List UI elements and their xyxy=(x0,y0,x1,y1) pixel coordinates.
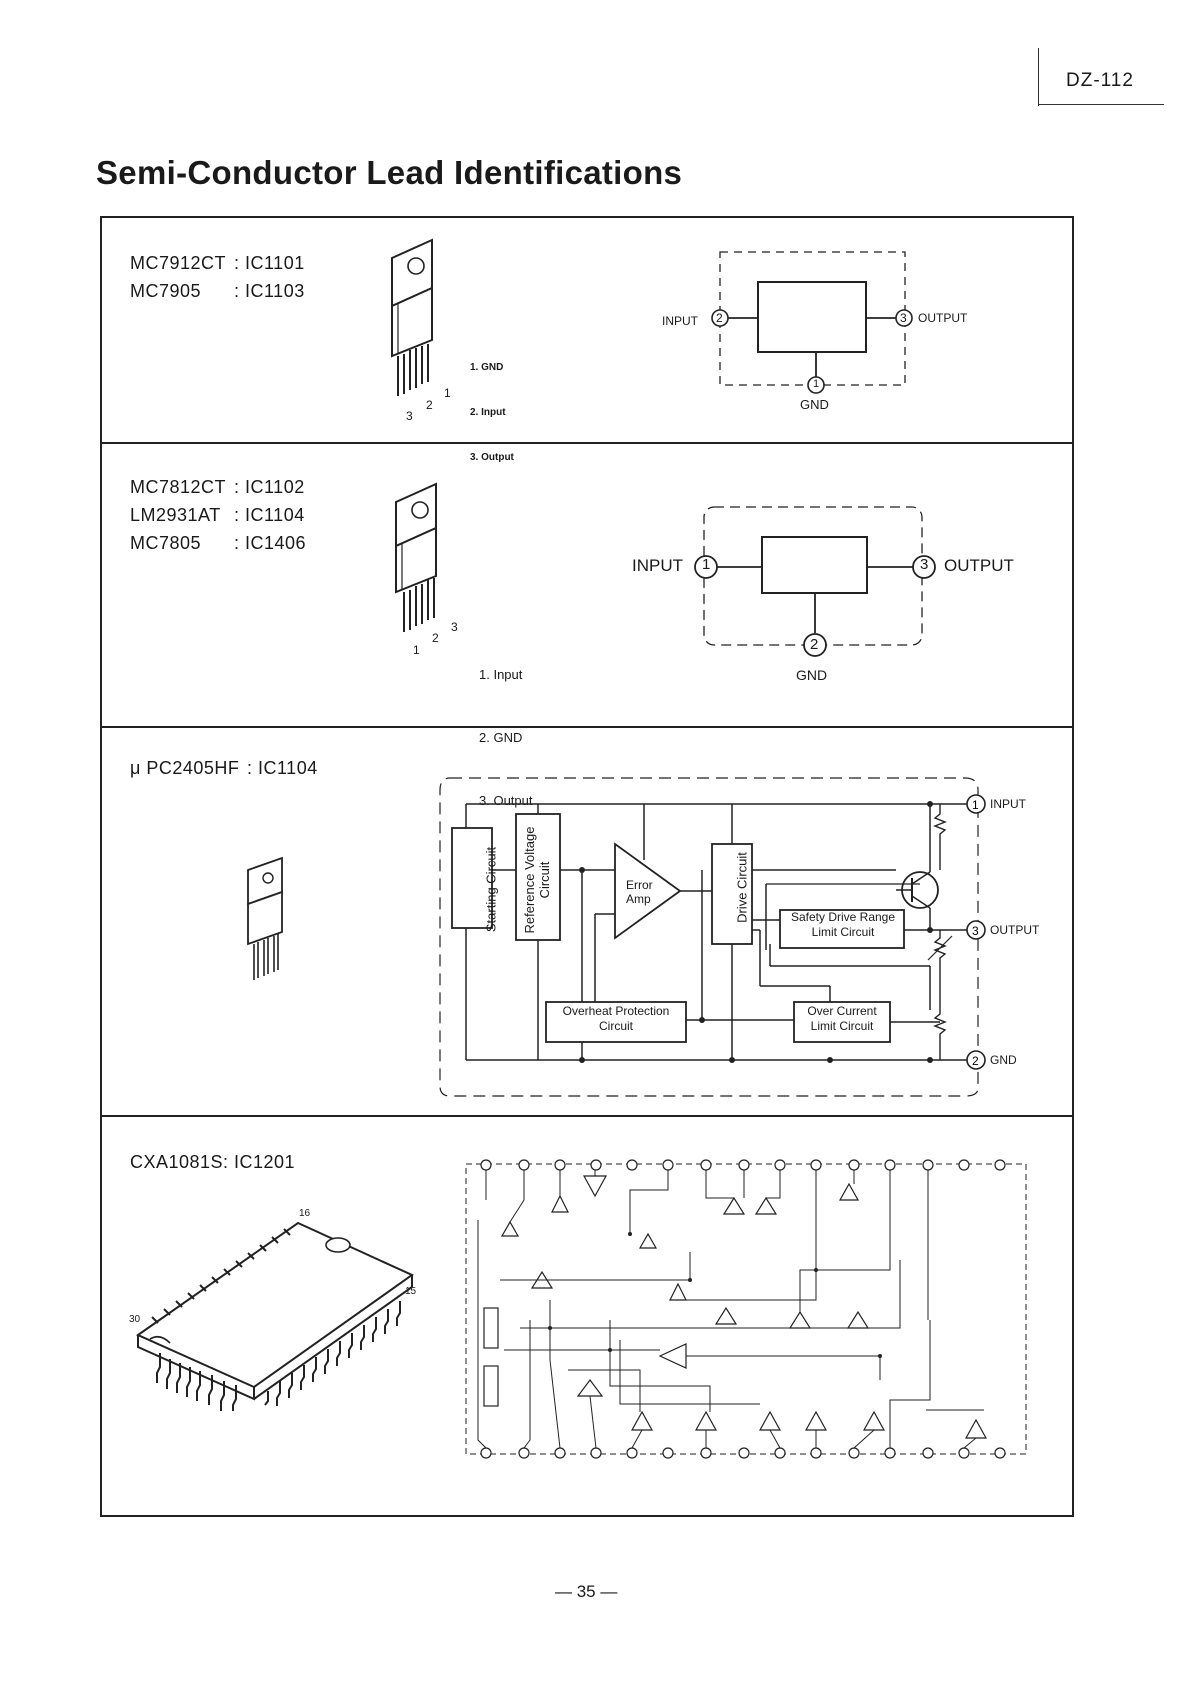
to220-package-drawing xyxy=(391,238,433,396)
diagram-output-label: OUTPUT xyxy=(944,556,1014,575)
pin-number: 1 xyxy=(444,386,451,400)
svg-text:2: 2 xyxy=(972,1054,979,1068)
section-divider xyxy=(100,1115,1074,1117)
terminal-input-label: INPUT xyxy=(990,797,1026,811)
pin-item: 1. GND xyxy=(470,362,504,373)
section-divider xyxy=(100,442,1074,444)
section-divider xyxy=(100,726,1074,728)
diagram-pin-number: 3 xyxy=(900,311,907,325)
overheat-label: Overheat Protection Circuit xyxy=(562,1004,670,1033)
part-model: CXA1081S xyxy=(130,1152,224,1172)
content-frame xyxy=(100,216,1074,1517)
drive-circuit-label: Drive Circuit xyxy=(734,852,750,923)
diagram-pin-number: 3 xyxy=(920,556,929,573)
diagram-input-label: INPUT xyxy=(632,556,683,575)
package-pin-label: 16 xyxy=(299,1208,311,1219)
part-model: MC7912CT xyxy=(130,253,227,273)
reference-voltage-label: Reference Voltage Circuit xyxy=(522,826,552,934)
pin-list: 1. GND 2. Input 3. Output xyxy=(470,330,514,480)
pin-number: 2 xyxy=(426,398,433,412)
pin-item: 3. Output xyxy=(470,452,514,463)
pin-item: 1. Input xyxy=(479,667,523,682)
pin-number: 3 xyxy=(451,620,458,634)
header-rule-vertical xyxy=(1038,48,1039,106)
terminal-gnd-label: GND xyxy=(990,1053,1017,1067)
diagram-gnd-label: GND xyxy=(796,667,828,683)
terminal-output-label: OUTPUT xyxy=(990,923,1040,937)
diagram-pin-number: 2 xyxy=(716,311,723,325)
overcurrent-label: Over Current Limit Circuit xyxy=(807,1004,877,1033)
part-model: MC7805 xyxy=(130,533,202,553)
part-ic: : IC1104 xyxy=(247,758,318,778)
diagram-pin-number: 1 xyxy=(702,556,711,573)
regulator-block-diagram xyxy=(711,251,913,394)
dip30-package-drawing xyxy=(135,1221,414,1411)
part-model: μ PC2405HF xyxy=(130,758,240,778)
part-model: MC7812CT xyxy=(130,477,227,497)
part-ic: : IC1101 xyxy=(234,253,305,273)
to220-package-drawing xyxy=(395,482,437,632)
pin-number: 1 xyxy=(413,643,420,657)
starting-circuit-label: Starting Circuit xyxy=(483,846,499,933)
pin-item: 2. GND xyxy=(479,730,523,745)
page-number: — 35 — xyxy=(555,1582,618,1601)
package-pin-label: 15 xyxy=(405,1286,417,1297)
package-pin-label: 30 xyxy=(129,1314,141,1325)
to220-package-drawing xyxy=(247,856,283,980)
part-ic: : IC1104 xyxy=(234,505,305,525)
diagram-input-label: INPUT xyxy=(662,314,698,328)
part-ic: : IC1406 xyxy=(234,533,307,553)
svg-text:1: 1 xyxy=(972,798,979,812)
diagram-gnd-label: GND xyxy=(800,397,829,412)
doc-code: DZ-112 xyxy=(1066,70,1134,91)
cxa1081s-block-diagram xyxy=(465,1159,1027,1459)
part-model: LM2931AT xyxy=(130,505,221,525)
safety-drive-label: Safety Drive Range Limit Circuit xyxy=(790,910,896,939)
diagram-pin-number: 2 xyxy=(810,636,819,653)
upc2405hf-block-diagram: 1 3 2 xyxy=(439,777,986,1097)
regulator-block-diagram xyxy=(694,506,936,657)
pin-number: 2 xyxy=(432,631,439,645)
header-rule-horizontal xyxy=(1038,104,1164,105)
page-title: Semi-Conductor Lead Identifications xyxy=(96,154,683,191)
part-ic: : IC1201 xyxy=(223,1152,296,1172)
part-model: MC7905 xyxy=(130,281,202,301)
part-ic: : IC1103 xyxy=(234,281,305,301)
pin-item: 2. Input xyxy=(470,407,506,418)
pin-list: 1. Input 2. GND 3. Output xyxy=(479,622,532,832)
diagram-pin-number: 1 xyxy=(813,378,820,390)
pin-number: 3 xyxy=(406,409,413,423)
diagram-output-label: OUTPUT xyxy=(918,311,968,325)
error-amp-label: Error Amp xyxy=(626,878,653,906)
svg-text:3: 3 xyxy=(972,924,979,938)
part-ic: : IC1102 xyxy=(234,477,305,497)
